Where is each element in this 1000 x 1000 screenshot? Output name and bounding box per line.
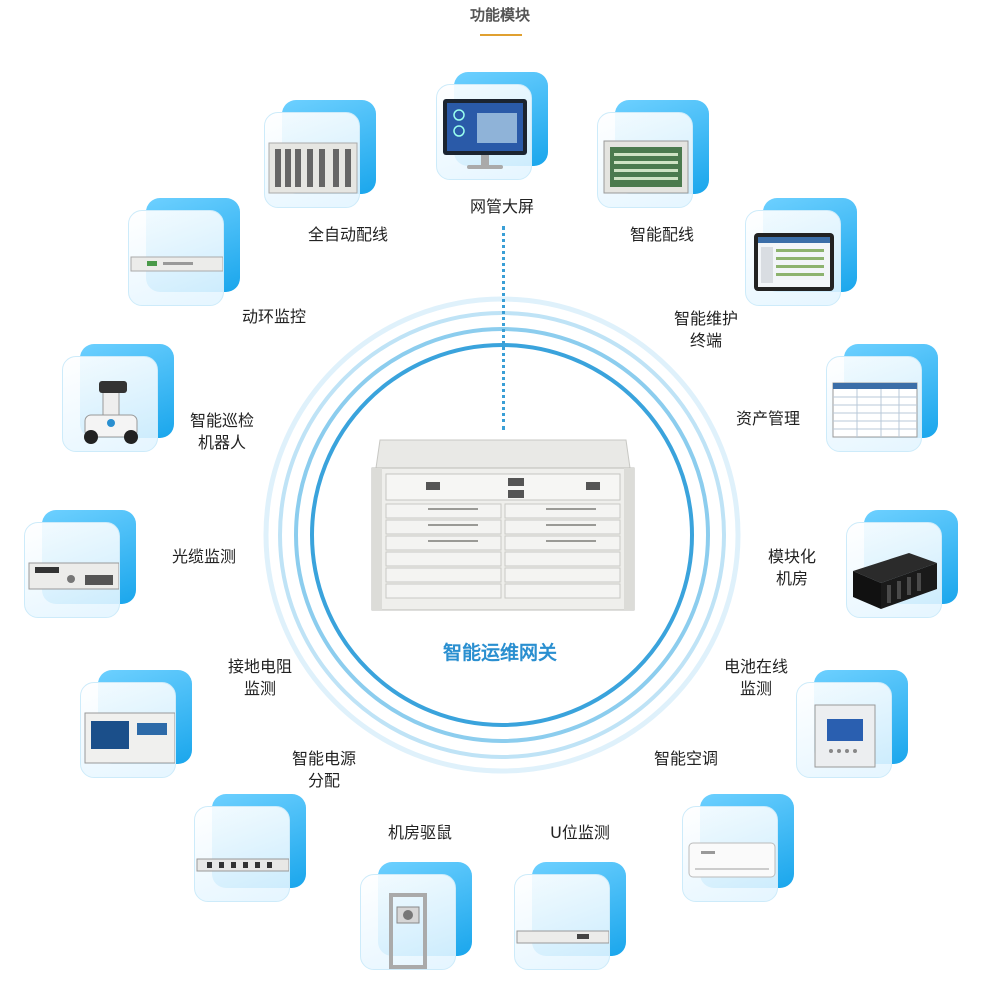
title-underline [480,34,522,36]
label-env-monitor: 动环监控 [241,307,306,326]
label-network-screen: 网管大屏 [469,197,534,216]
rack-frame-icon [389,893,427,969]
module-smart-ac[interactable] [682,794,794,906]
module-smart-wiring[interactable] [597,100,709,212]
robot-icon [84,381,138,444]
module-env-monitor[interactable] [128,198,240,310]
module-network-screen[interactable] [436,72,548,184]
label-auto-wiring: 全自动配线 [307,225,388,244]
pdu-icon [196,858,289,872]
monitor-icon [443,99,527,169]
label-maintenance-terminal: 智能维护终端 [673,309,738,350]
tablet-icon [754,233,834,291]
gateway-chassis-icon [371,439,635,611]
module-battery-monitor[interactable] [796,670,908,782]
label-smart-wiring: 智能配线 [629,225,694,244]
gateway-label: 智能运维网关 [442,642,557,664]
label-asset-management: 资产管理 [735,409,800,428]
label-inspection-robot: 智能巡检机器人 [189,411,254,452]
label-power-distribution: 智能电源分配 [291,749,356,790]
rack-patch-icon [268,142,358,194]
label-rodent-repel: 机房驱鼠 [387,823,452,842]
1u-device-icon [130,256,223,272]
module-modular-room[interactable] [846,510,958,622]
module-u-position[interactable] [514,862,626,974]
label-battery-monitor: 电池在线监测 [723,657,788,698]
module-power-distribution[interactable] [194,794,306,906]
module-maintenance-terminal[interactable] [745,198,857,310]
module-auto-wiring[interactable] [264,100,376,212]
label-grounding-monitor: 接地电阻监测 [227,657,292,698]
label-smart-ac: 智能空调 [653,749,718,768]
wall-panel-icon [814,704,876,768]
label-modular-room: 模块化机房 [767,547,816,588]
section-title: 功能模块 [469,6,530,24]
module-fiber-monitor[interactable] [24,510,136,622]
module-asset-management[interactable] [826,344,938,456]
module-inspection-robot[interactable] [62,344,174,456]
fiber-chassis-icon [28,562,119,590]
meter-device-icon [84,712,175,764]
spreadsheet-icon [832,382,918,438]
label-fiber-monitor: 光缆监测 [171,547,236,566]
server-rack-icon [853,553,937,609]
air-conditioner-icon [688,842,776,878]
connector-dotted-line [502,226,505,430]
label-u-position: U位监测 [550,823,610,842]
1u-unit-icon [516,930,609,944]
module-rodent-repel[interactable] [360,862,472,974]
module-grounding-monitor[interactable] [80,670,192,782]
patch-panel-icon [603,140,689,194]
